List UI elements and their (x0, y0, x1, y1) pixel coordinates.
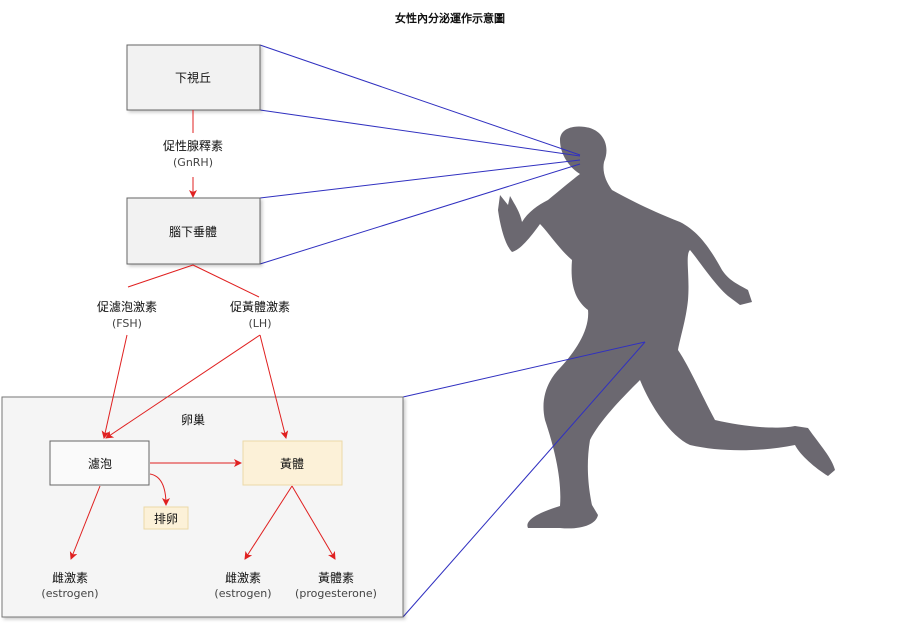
ovulation-box[interactable]: 排卵 (143, 506, 189, 530)
gnrh-label: 促性腺釋素 (163, 138, 223, 153)
ovulation-label: 排卵 (154, 512, 178, 526)
hormone-arrows (69, 334, 336, 560)
fsh-label: 促濾泡激素 (97, 299, 157, 314)
pituitary-label: 腦下垂體 (169, 224, 217, 239)
pituitary-box[interactable]: 腦下垂體 (126, 197, 261, 265)
follicle-box[interactable]: 濾泡 (49, 440, 150, 486)
estrogen-follicle-label: 雌激素 (52, 570, 88, 585)
runner-silhouette-icon (498, 126, 835, 529)
zoom-connector-lines (259, 44, 646, 618)
hypothalamus-box[interactable]: 下視丘 (126, 44, 261, 111)
gnrh-abbr: (GnRH) (173, 156, 213, 169)
estrogen-follicle-abbr: (estrogen) (41, 587, 98, 600)
corpus-luteum-box[interactable]: 黃體 (242, 440, 343, 486)
estrogen-luteum-abbr: (estrogen) (214, 587, 271, 600)
lh-label: 促黃體激素 (230, 300, 290, 314)
ovary-label: 卵巢 (181, 413, 205, 427)
ovary-container[interactable]: 卵巢 (1, 396, 404, 618)
corpus-luteum-label: 黃體 (280, 457, 304, 471)
hypothalamus-label: 下視丘 (175, 70, 211, 85)
diagram-title: 女性內分泌運作示意圖 (395, 11, 505, 25)
lh-abbr: (LH) (249, 317, 272, 330)
estrogen-luteum-label: 雌激素 (225, 570, 261, 585)
progesterone-abbr: (progesterone) (295, 587, 377, 600)
progesterone-label: 黃體素 (318, 571, 354, 585)
follicle-label: 濾泡 (88, 456, 112, 471)
fsh-abbr: (FSH) (112, 317, 142, 330)
